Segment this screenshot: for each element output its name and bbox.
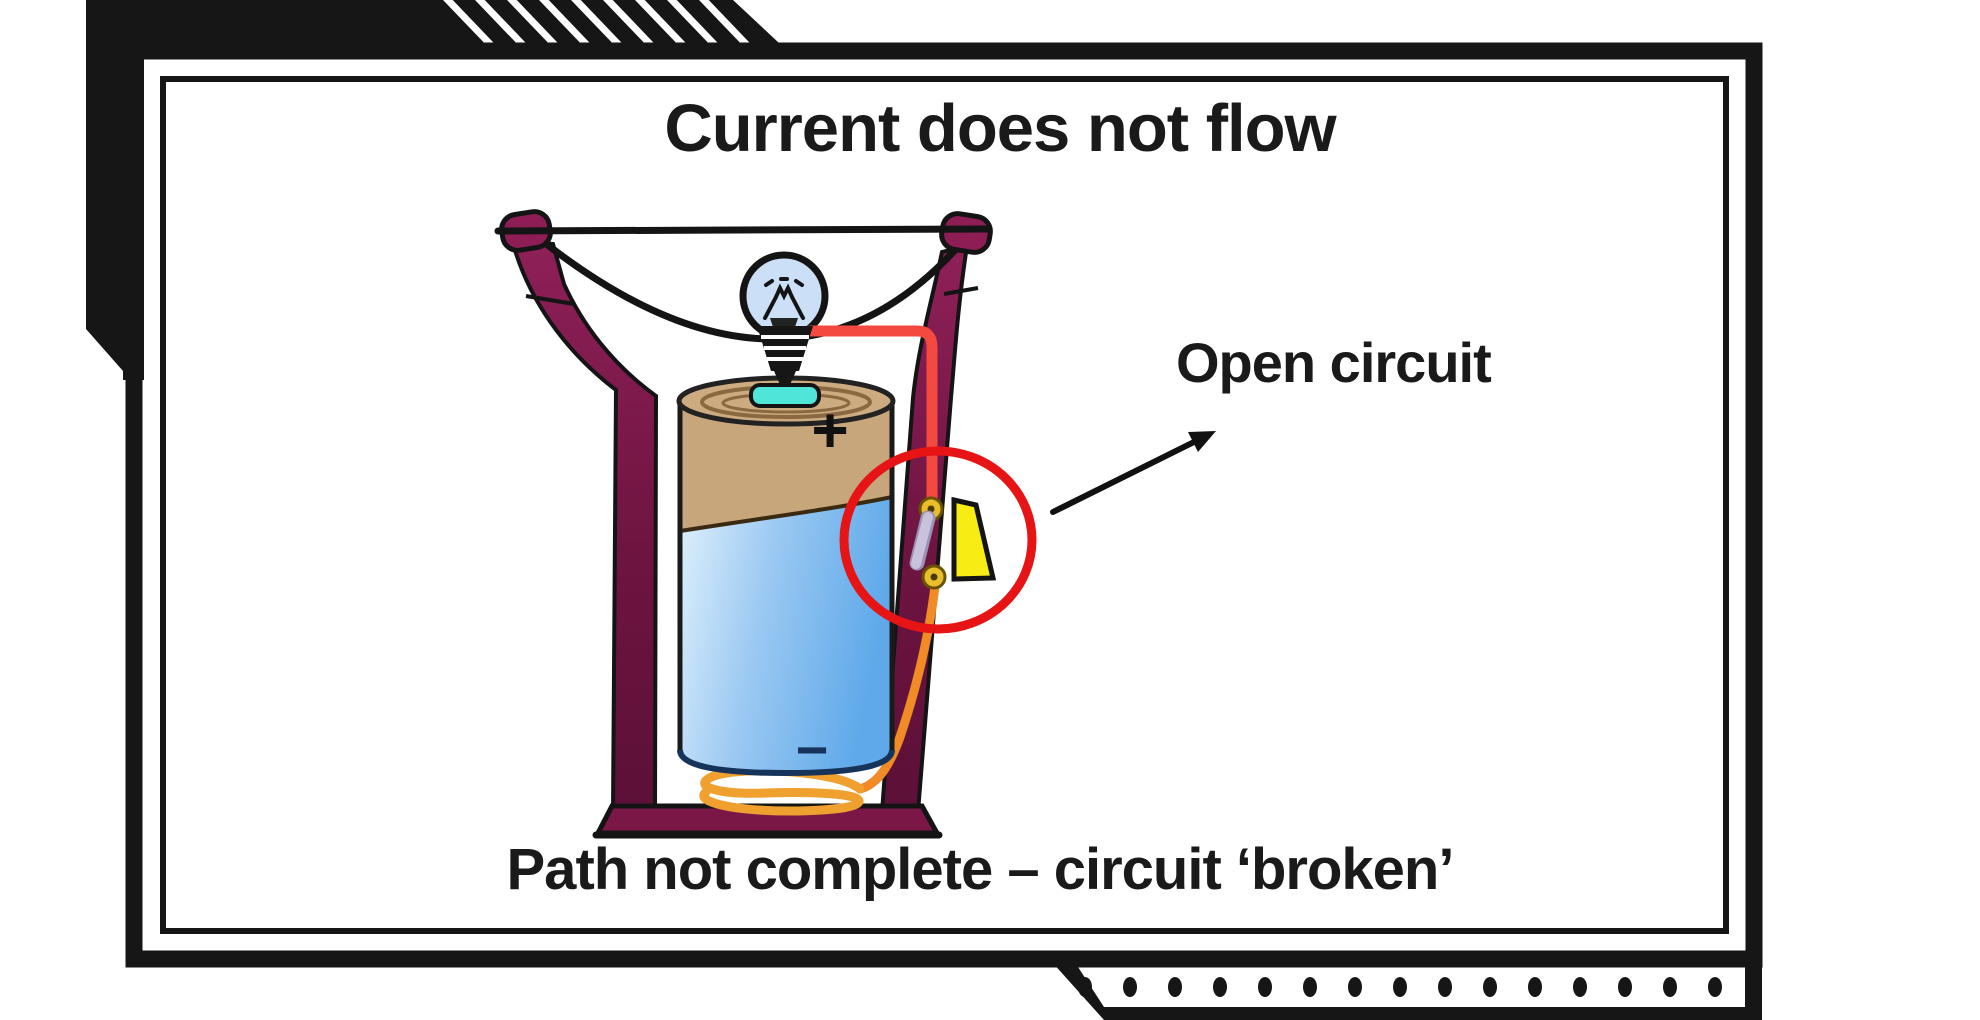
- open-circuit-highlight-circle: [839, 446, 1037, 634]
- light-bulb: [739, 251, 829, 341]
- torch-left-wall: [509, 237, 659, 814]
- torch-rim: [494, 225, 992, 235]
- film-dots-decoration: [1043, 952, 1762, 1020]
- slide-title: Current does not flow: [664, 91, 1336, 166]
- open-circuit-label: Open circuit: [1176, 331, 1492, 394]
- slide-outer-border: [125, 42, 1763, 968]
- annotation-arrow: [1050, 431, 1216, 515]
- switch-knob: [951, 496, 997, 582]
- battery-negative-label: −: [796, 718, 829, 781]
- torch-right-cap: [939, 211, 993, 255]
- red-wire: [804, 325, 938, 508]
- switch-lever: [911, 512, 933, 569]
- slide-caption: Path not complete – circuit ‘broken’: [506, 837, 1455, 902]
- stripe-decoration: [443, 0, 750, 48]
- bulb-base: [757, 326, 813, 387]
- battery-terminal-button: [749, 383, 821, 408]
- battery-positive-label: +: [811, 394, 848, 466]
- battery: + −: [676, 375, 896, 781]
- slide-inner-border: [160, 76, 1729, 934]
